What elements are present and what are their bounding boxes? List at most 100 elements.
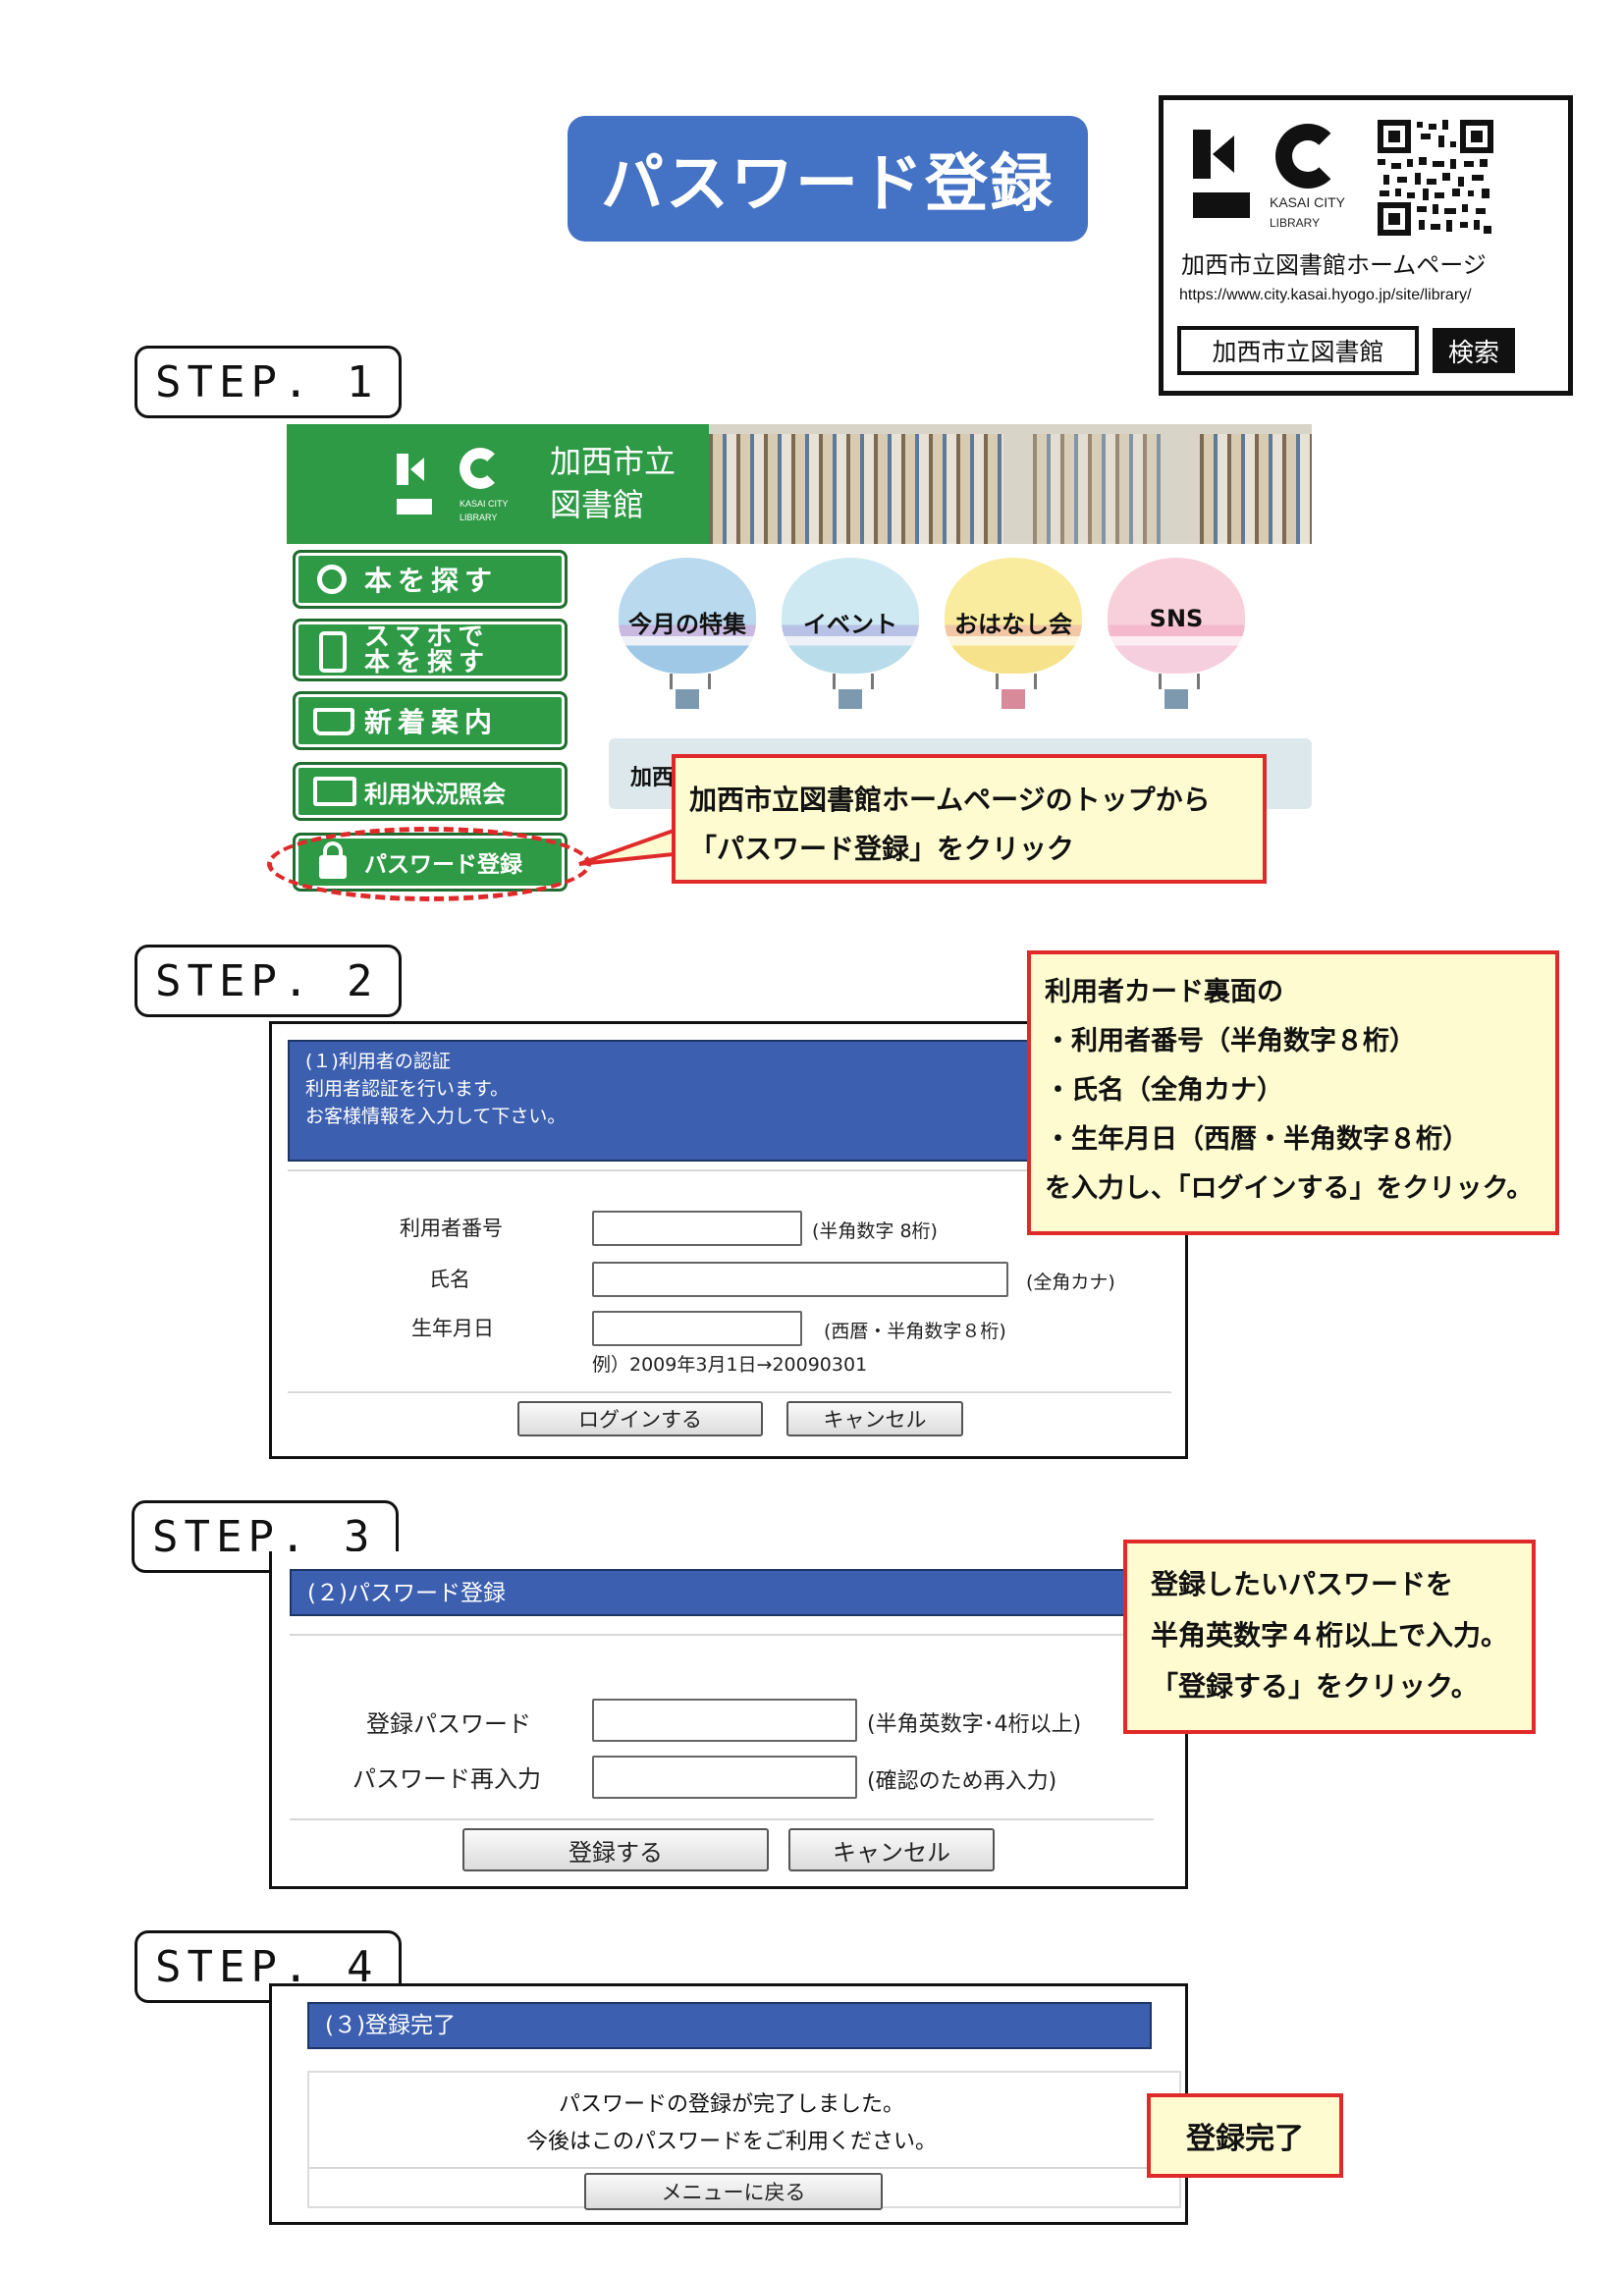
header-line: (１)利用者の認証 — [305, 1051, 451, 1072]
balloon-storytime[interactable]: おはなし会 — [941, 558, 1086, 715]
birthdate-input[interactable] — [592, 1311, 802, 1346]
balloon-label: SNS — [1149, 605, 1204, 632]
label-password: 登録パスワード — [366, 1710, 531, 1738]
search-icon — [317, 565, 347, 594]
register-button[interactable]: 登録する — [462, 1828, 769, 1871]
logo-text-city: KASAI CITY — [1270, 194, 1346, 210]
kc-logo-part — [1213, 135, 1234, 173]
login-form-header: (１)利用者の認証 利用者認証を行います。 お客様情報を入力して下さい。 — [288, 1040, 1171, 1162]
menu-label: スマホで — [364, 623, 490, 652]
hint-user-id: (半角数字 8桁) — [812, 1220, 938, 1242]
homepage-label: 加西市立図書館ホームページ — [1181, 251, 1487, 279]
menu-smartphone-search[interactable]: スマホで 本を探す — [293, 619, 568, 681]
menu-search-books[interactable]: 本を探す — [293, 550, 568, 609]
step-2-label: STEP. 2 — [135, 945, 402, 1017]
callout-line: 半角英数字４桁以上で入力。 — [1151, 1619, 1509, 1651]
logo-text-library: LIBRARY — [1270, 216, 1321, 230]
complete-header: (３)登録完了 — [307, 2002, 1152, 2049]
site-logo-part — [460, 448, 501, 489]
divider — [288, 1169, 1171, 1171]
callout-line: 登録したいパスワードを — [1151, 1568, 1454, 1600]
balloon-rope — [996, 674, 1037, 689]
library-info-box: KASAI CITY LIBRARY 加西市立図書館ホームページ https:/… — [1159, 95, 1573, 396]
label-user-id: 利用者番号 — [400, 1217, 503, 1240]
hint-birthdate: (西暦・半角数字８桁) — [824, 1321, 1006, 1342]
balloon-basket — [1164, 689, 1188, 709]
site-name: 加西市立 図書館 — [550, 440, 676, 526]
label-name: 氏名 — [429, 1268, 470, 1291]
password-form-header: (２)パスワード登録 — [290, 1569, 1272, 1616]
smartphone-icon — [319, 631, 347, 673]
site-logo-part — [397, 499, 432, 514]
step-3-label: STEP. 3 — [132, 1500, 399, 1573]
bookshelf-image — [1200, 434, 1312, 544]
menu-label: 新着案内 — [364, 706, 499, 738]
balloon-basket — [676, 689, 699, 709]
name-input[interactable] — [592, 1262, 1008, 1297]
callout-line: ・氏名（全角カナ） — [1045, 1075, 1283, 1106]
qr-code-icon — [1378, 120, 1493, 236]
site-logo-text-library: LIBRARY — [460, 513, 498, 522]
balloon-shape — [945, 558, 1082, 674]
book-icon — [313, 708, 354, 735]
message-line: パスワードの登録が完了しました。 — [558, 2092, 904, 2117]
balloon-event[interactable]: イベント — [778, 558, 923, 715]
menu-label: 本を探す — [364, 648, 491, 677]
complete-message: パスワードの登録が完了しました。 今後はこのパスワードをご利用ください。 — [309, 2086, 1154, 2161]
callout-line: 利用者カード裏面の — [1045, 977, 1283, 1007]
menu-new-arrivals[interactable]: 新着案内 — [293, 691, 568, 750]
back-to-menu-button[interactable]: メニューに戻る — [584, 2173, 883, 2210]
menu-usage-status[interactable]: 利用状況照会 — [293, 762, 568, 821]
password-confirm-input[interactable] — [592, 1756, 857, 1799]
balloon-label: 今月の特集 — [628, 611, 746, 638]
header-line: お客様情報を入力して下さい。 — [305, 1106, 567, 1127]
site-logo-text-city: KASAI CITY — [460, 499, 509, 509]
balloon-feature[interactable]: 今月の特集 — [615, 558, 760, 715]
callout-line: ・生年月日（西暦・半角数字８桁） — [1045, 1124, 1469, 1155]
site-header-green — [287, 424, 709, 544]
complete-panel: (３)登録完了 パスワードの登録が完了しました。 今後はこのパスワードをご利用く… — [269, 1983, 1188, 2225]
header-line: 利用者認証を行います。 — [305, 1078, 510, 1100]
complete-body: パスワードの登録が完了しました。 今後はこのパスワードをご利用ください。 メニュ… — [307, 2071, 1181, 2210]
balloon-shape — [1108, 558, 1245, 674]
cancel-button[interactable]: キャンセル — [788, 1828, 995, 1871]
search-button: 検索 — [1433, 328, 1515, 373]
step-1-label: STEP. 1 — [135, 346, 402, 418]
balloon-basket — [1001, 689, 1025, 709]
login-form-panel: (１)利用者の認証 利用者認証を行います。 お客様情報を入力して下さい。 利用者… — [269, 1021, 1188, 1459]
callout-line: を入力し、「ログインする」をクリック。 — [1045, 1173, 1534, 1204]
laptop-icon — [313, 777, 356, 806]
site-info-bar-text: 加西 — [630, 766, 675, 790]
password-input[interactable] — [592, 1699, 857, 1742]
kc-logo-icon — [1193, 130, 1211, 179]
step3-callout: 登録したいパスワードを 半角英数字４桁以上で入力。 「登録する」をクリック。 — [1123, 1540, 1536, 1734]
search-query-box: 加西市立図書館 — [1177, 326, 1419, 375]
callout-line: ・利用者番号（半角数字８桁） — [1045, 1026, 1416, 1056]
divider — [309, 2167, 1179, 2169]
label-birthdate: 生年月日 — [411, 1317, 494, 1340]
balloon-shape — [782, 558, 919, 674]
balloon-shape — [619, 558, 756, 674]
balloon-rope — [1159, 674, 1200, 689]
user-id-input[interactable] — [592, 1211, 802, 1246]
balloon-label: おはなし会 — [954, 611, 1072, 638]
bookshelf-image — [709, 434, 1003, 544]
site-name-line1: 加西市立 — [550, 443, 677, 480]
menu-label: 本を探す — [364, 565, 499, 597]
hint-password: (半角英数字･4桁以上) — [867, 1712, 1082, 1737]
divider — [288, 1391, 1171, 1393]
kc-logo-part — [1275, 124, 1340, 189]
kc-logo-part — [1193, 192, 1250, 218]
balloon-basket — [839, 689, 862, 709]
login-button[interactable]: ログインする — [517, 1401, 763, 1436]
birthdate-example: 例）2009年3月1日→20090301 — [592, 1354, 868, 1376]
callout-line: 加西市立図書館ホームページのトップから — [689, 784, 1211, 816]
callout-line: 「登録する」をクリック。 — [1151, 1670, 1479, 1703]
site-logo-icon — [397, 454, 408, 485]
balloon-sns[interactable]: SNS — [1104, 558, 1249, 715]
site-logo-text: KASAI CITY LIBRARY — [460, 497, 509, 524]
hint-name: (全角カナ) — [1026, 1272, 1115, 1293]
balloon-rope — [833, 674, 874, 689]
page-title: パスワード登録 — [568, 116, 1088, 242]
cancel-button[interactable]: キャンセル — [786, 1401, 963, 1436]
